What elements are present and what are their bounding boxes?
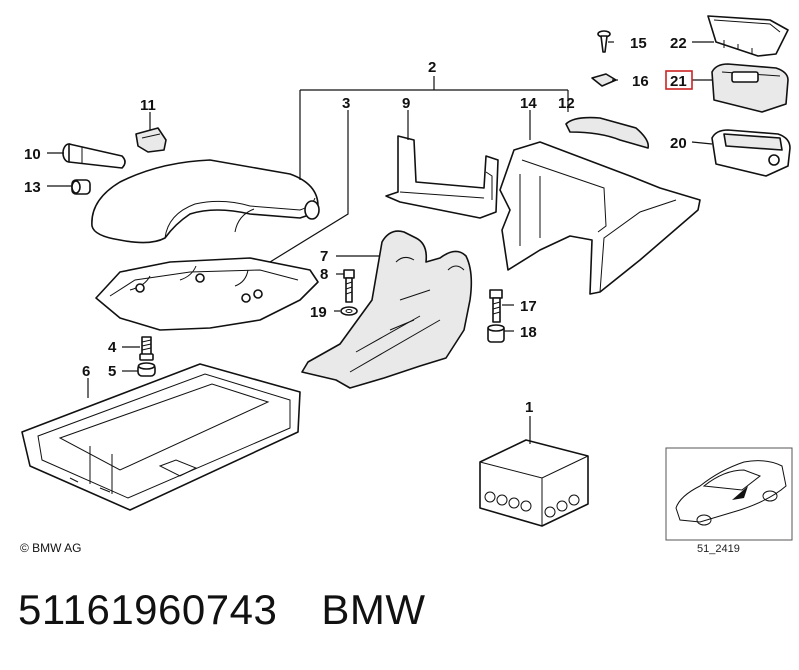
part-10-pin [62,143,126,169]
part-1-box [479,439,589,527]
callout-20: 20 [670,135,687,152]
callout-15: 15 [630,35,647,52]
callout-11: 11 [140,97,156,114]
callout-16: 16 [632,73,649,90]
callout-14: 14 [520,95,537,112]
part-4-screw [139,336,154,361]
part-14-housing [499,141,701,295]
car-location-inset [665,447,793,541]
diagram-reference-code: 51_2419 [697,543,740,555]
part-20-bin [711,129,791,177]
callout-8: 8 [320,266,328,283]
callout-18: 18 [520,324,537,341]
callout-5: 5 [108,363,116,380]
part-18-bushing [487,324,505,343]
part-number: 51161960743 [18,586,278,633]
leader-lines [47,41,714,444]
callout-3: 3 [342,95,350,112]
part-17-screw [489,289,503,323]
part-2-armrest-cover [91,159,320,244]
part-19-washer [340,306,358,316]
part-3-base-plate [95,257,319,331]
part-6-tray [21,363,301,511]
callout-13: 13 [24,179,41,196]
callout-12: 12 [558,95,575,112]
part-8-screw [343,269,355,303]
brand-name: BMW [321,586,426,633]
part-number-line: 51161960743 BMW [18,586,425,634]
part-11-clip [135,127,167,153]
copyright-text: © BMW AG [20,541,82,555]
callout-6: 6 [82,363,90,380]
callout-labels: 1 2 3 4 5 6 7 8 9 10 11 12 13 14 15 16 1… [24,35,693,416]
part-7-bracket [301,230,473,389]
part-12-cap [565,116,650,149]
part-15-screw [597,30,611,53]
callout-21: 21 [670,73,687,90]
part-9-frame [385,135,499,219]
callout-19: 19 [310,304,327,321]
callout-17: 17 [520,298,537,315]
part-22-bin [707,15,789,57]
callout-21-highlight-box [665,70,693,90]
callout-4: 4 [108,339,117,356]
callout-22: 22 [670,35,687,52]
part-5-washer [137,362,156,377]
part-21-bin [711,63,789,113]
callout-1: 1 [525,399,533,416]
callout-2: 2 [428,59,436,76]
callout-10: 10 [24,146,41,163]
callout-7: 7 [320,248,328,265]
part-13-bushing [71,179,91,195]
callout-9: 9 [402,95,410,112]
